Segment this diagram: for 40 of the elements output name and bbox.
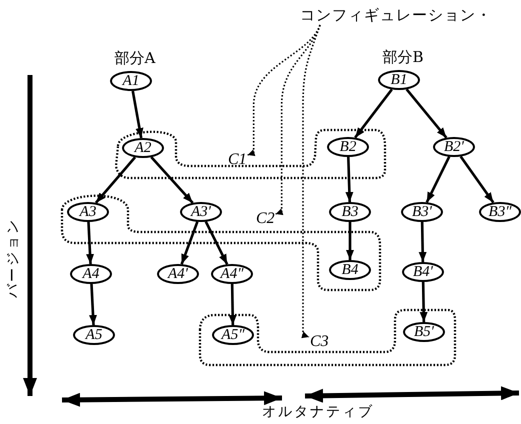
version-ellipse: B3: [329, 202, 371, 222]
version-ellipse: A3′: [180, 202, 222, 222]
arrow: [406, 88, 448, 139]
arrow: [418, 222, 427, 262]
arrow: [228, 284, 237, 326]
version-ellipse: A4′: [157, 264, 199, 284]
arrow: [89, 284, 97, 326]
arrow: [204, 221, 228, 265]
version-ellipse: A4″: [211, 264, 253, 284]
version-ellipse: A4: [70, 264, 112, 284]
arrow: [86, 222, 94, 264]
version-ellipse: A5: [73, 325, 115, 345]
arrow: [460, 156, 494, 204]
arrow: [420, 282, 428, 322]
configuration-label: コンフィギュレーション・: [300, 6, 492, 25]
arrow: [94, 156, 136, 204]
axis-label: バージョン: [4, 218, 22, 298]
arrow: [150, 156, 194, 204]
arrow: [346, 222, 354, 260]
arrow: [426, 156, 450, 203]
version-ellipse: B2′: [433, 137, 475, 157]
part-heading: 部分B: [382, 48, 424, 67]
arrow: [180, 221, 199, 265]
version-ellipse: B4′: [402, 262, 444, 282]
version-ellipse: B3′: [401, 202, 443, 222]
version-ellipse: A1: [110, 71, 152, 91]
part-heading: 部分A: [114, 49, 156, 68]
arrow: [345, 156, 354, 202]
arrow: [354, 88, 393, 138]
version-ellipse: B3″: [479, 202, 521, 222]
version-ellipse: B5′: [403, 322, 445, 342]
axis-label: オルタナティブ: [262, 403, 374, 421]
arrow: [132, 90, 144, 138]
version-ellipse: A5″: [212, 325, 254, 345]
version-ellipse: B1: [378, 70, 420, 90]
version-ellipse: A3: [67, 202, 109, 222]
version-ellipse: A2: [122, 138, 164, 158]
version-ellipse: B4: [329, 260, 371, 280]
dotted-arrow: [301, 24, 321, 338]
version-ellipse: B2: [327, 137, 369, 157]
